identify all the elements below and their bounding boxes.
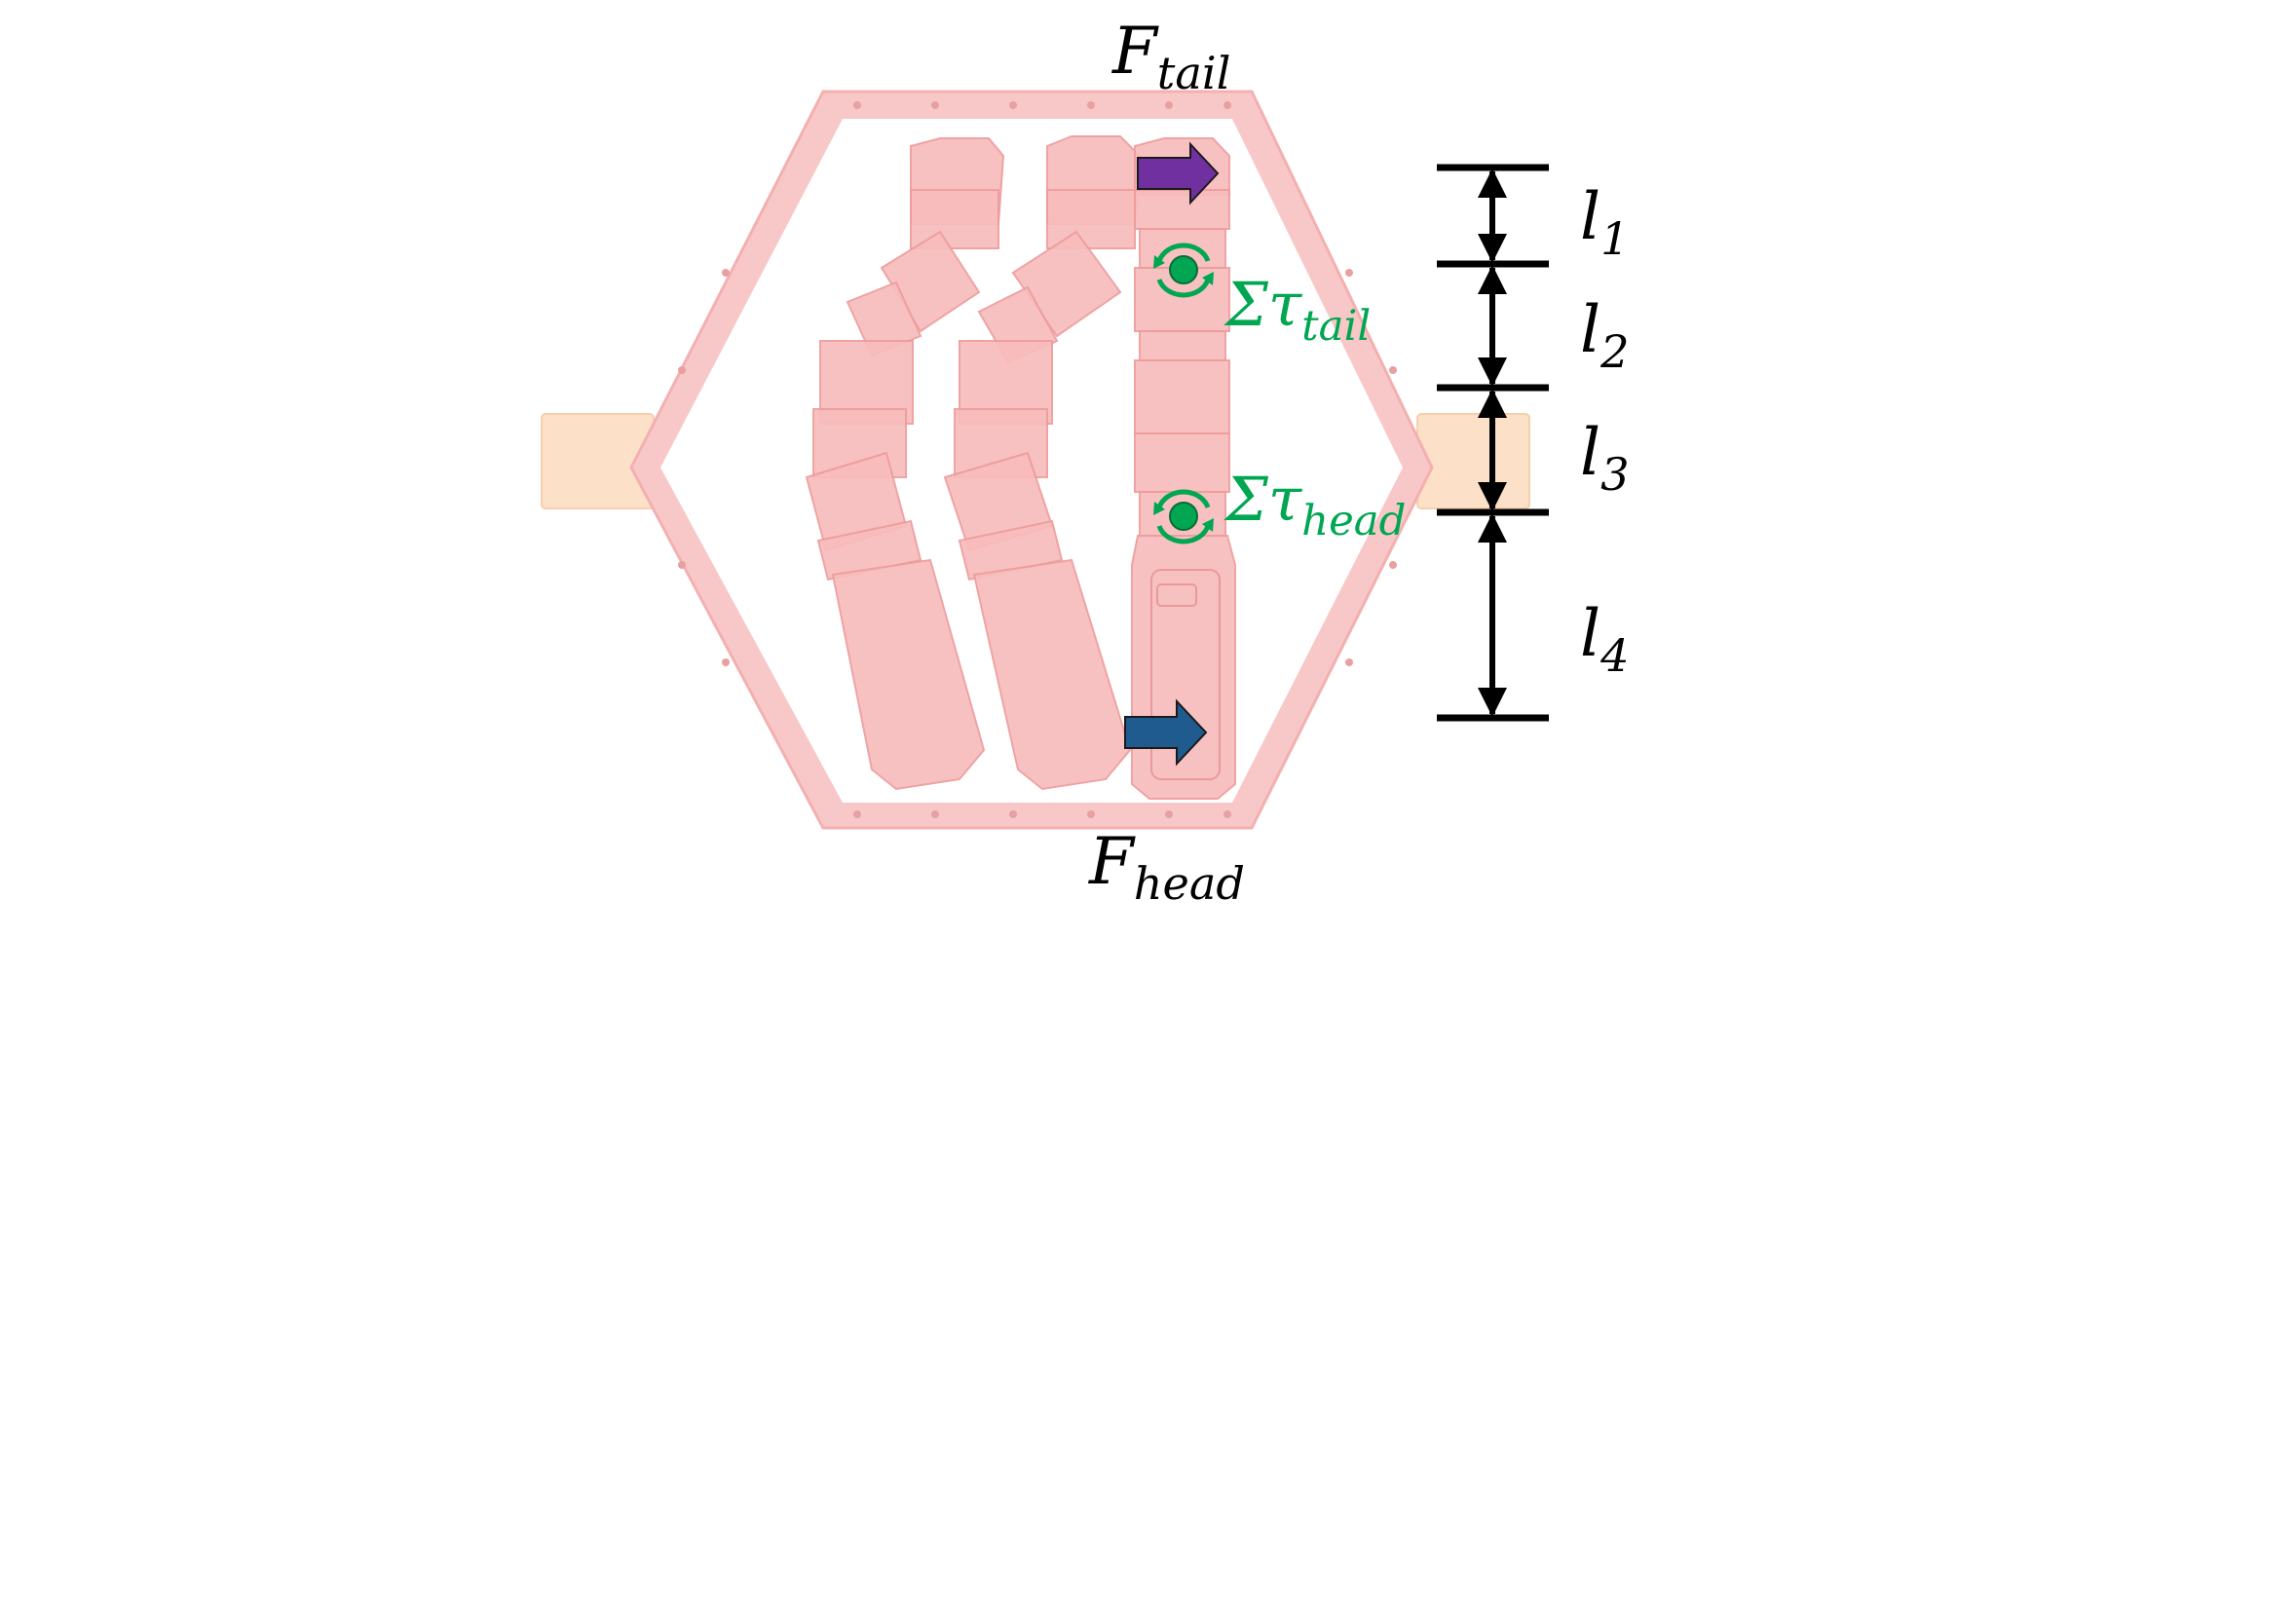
snake-right bbox=[1131, 137, 1236, 800]
force-head-arrow-icon bbox=[1124, 698, 1208, 767]
torque-tail-rotation-icon bbox=[1153, 243, 1214, 298]
label-l2: l2 bbox=[1580, 298, 1630, 375]
torque-head-rotation-icon bbox=[1153, 489, 1214, 544]
frame-bolt bbox=[678, 366, 686, 374]
dimension-lines bbox=[1437, 164, 1549, 722]
snake-left bbox=[805, 137, 1005, 791]
label-f-tail-main: F bbox=[1112, 14, 1157, 89]
label-l2-sub: 2 bbox=[1600, 325, 1630, 379]
force-tail-arrow-icon bbox=[1137, 141, 1220, 206]
label-l3-main: l bbox=[1580, 415, 1601, 490]
label-torque-tail: Στtail bbox=[1225, 275, 1371, 349]
module bbox=[831, 558, 986, 791]
label-f-head-main: F bbox=[1089, 824, 1134, 899]
module bbox=[846, 281, 922, 357]
label-torque-head: Στhead bbox=[1225, 469, 1406, 544]
label-f-tail-sub: tail bbox=[1156, 47, 1231, 100]
module bbox=[1139, 330, 1226, 361]
frame-bolt bbox=[1165, 810, 1173, 818]
frame-bolt bbox=[1389, 366, 1397, 374]
label-torque-tail-sub: tail bbox=[1301, 302, 1372, 352]
label-l4-main: l bbox=[1580, 596, 1601, 671]
module bbox=[1134, 189, 1230, 230]
label-l4-sub: 4 bbox=[1600, 629, 1630, 683]
label-l1-sub: 1 bbox=[1600, 212, 1630, 266]
frame-bolt bbox=[1009, 101, 1017, 109]
frame-bolt bbox=[1087, 101, 1095, 109]
label-l4: l4 bbox=[1580, 602, 1630, 679]
module bbox=[1134, 359, 1230, 434]
frame-bolt bbox=[678, 561, 686, 569]
frame-bolt bbox=[1009, 810, 1017, 818]
label-f-head-sub: head bbox=[1133, 857, 1245, 911]
label-l2-main: l bbox=[1580, 292, 1601, 367]
frame-bolt bbox=[722, 658, 730, 666]
frame-bolt bbox=[1087, 810, 1095, 818]
label-f-head: Fhead bbox=[1089, 830, 1245, 907]
module bbox=[1046, 189, 1136, 249]
label-torque-head-main: Στ bbox=[1225, 464, 1302, 535]
frame-bolt bbox=[1223, 101, 1231, 109]
frame-bolt bbox=[1345, 658, 1353, 666]
frame-bolt bbox=[1165, 101, 1173, 109]
frame-bolt bbox=[1389, 561, 1397, 569]
snake-middle bbox=[943, 135, 1142, 791]
frame-bolt bbox=[931, 101, 939, 109]
frame-bolt bbox=[853, 101, 861, 109]
right-side-block bbox=[1416, 413, 1530, 509]
label-torque-tail-main: Στ bbox=[1225, 269, 1302, 340]
label-torque-head-sub: head bbox=[1301, 497, 1407, 546]
frame-bolt bbox=[1345, 269, 1353, 277]
label-f-tail: Ftail bbox=[1112, 19, 1230, 96]
module bbox=[910, 189, 999, 249]
module bbox=[972, 558, 1132, 791]
label-l3: l3 bbox=[1580, 421, 1630, 498]
frame-bolt bbox=[853, 810, 861, 818]
label-l1-main: l bbox=[1580, 179, 1601, 254]
frame-bolt bbox=[722, 269, 730, 277]
label-l3-sub: 3 bbox=[1600, 448, 1630, 502]
label-l1: l1 bbox=[1580, 185, 1630, 262]
frame-bolt bbox=[931, 810, 939, 818]
frame-bolt bbox=[1223, 810, 1231, 818]
module-detail bbox=[1150, 569, 1221, 780]
module bbox=[1134, 432, 1230, 493]
module-detail bbox=[1156, 583, 1197, 607]
frame-bolts bbox=[678, 101, 1397, 818]
